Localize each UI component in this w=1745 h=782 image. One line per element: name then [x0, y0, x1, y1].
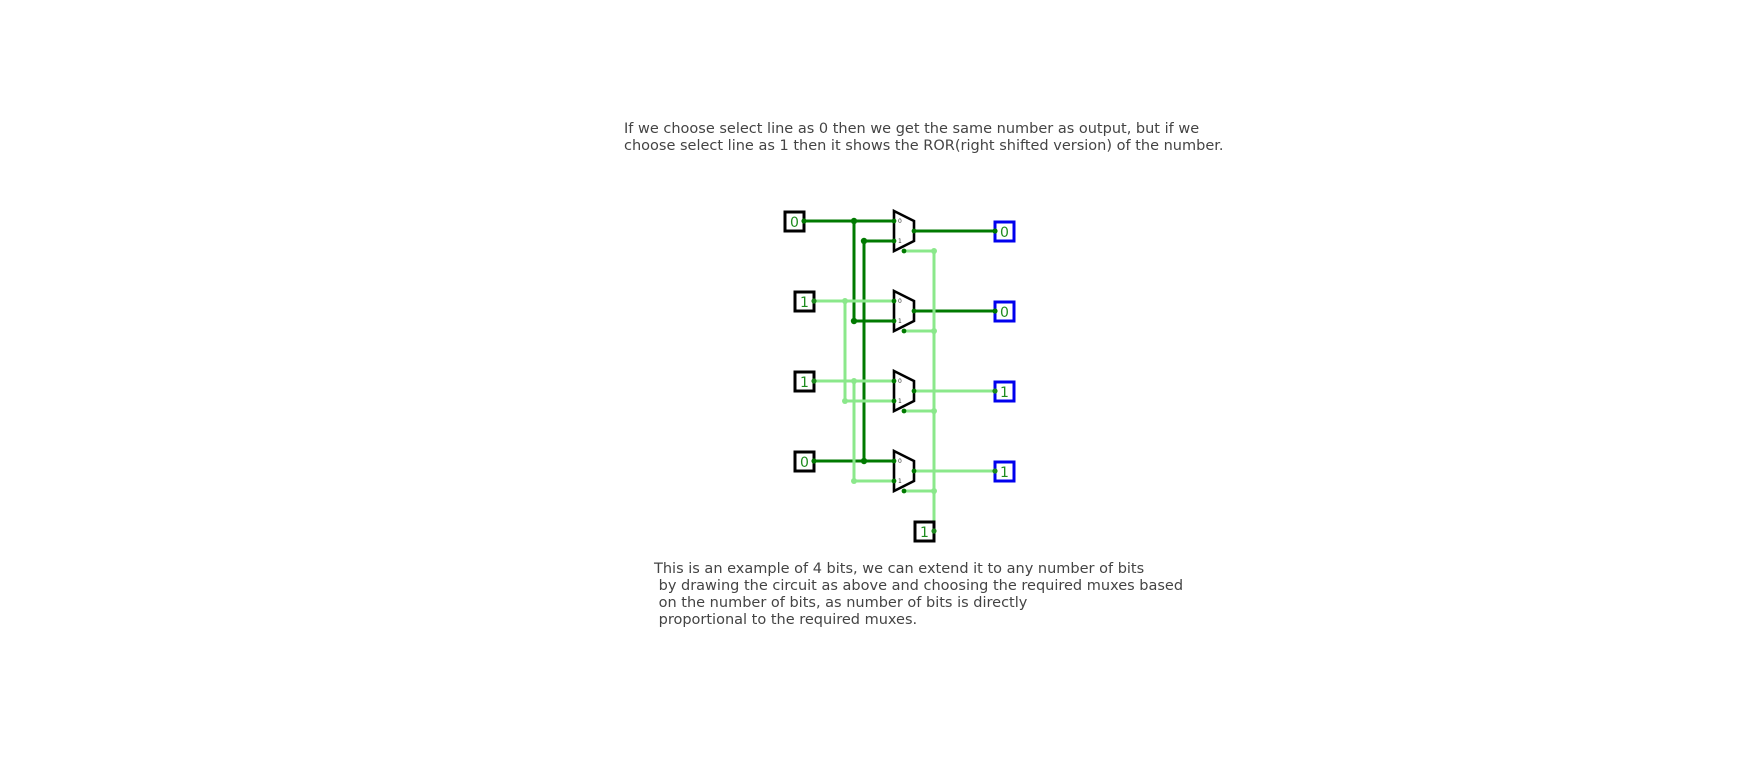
- description-top: If we choose select line as 0 then we ge…: [624, 121, 1224, 154]
- output-pin-0-value: 0: [1000, 225, 1009, 241]
- wire-bus-input3-to-mux0: [862, 239, 895, 463]
- output-pin-1: 0: [992, 300, 1016, 323]
- mux1-label-in1: 1: [898, 318, 902, 325]
- output-pin-2-value: 1: [1000, 385, 1009, 401]
- input-pin-3-value: 0: [800, 455, 809, 471]
- output-pin-3: 1: [992, 460, 1016, 483]
- output-pin-0: 0: [992, 220, 1016, 243]
- input-pin-0-value: 0: [790, 215, 799, 231]
- mux2-label-in1: 1: [898, 398, 902, 405]
- mux1-label-in0: 0: [898, 298, 902, 305]
- description-bottom: This is an example of 4 bits, we can ext…: [654, 561, 1184, 628]
- input-pin-1[interactable]: 1: [793, 290, 817, 313]
- wire-bus-input1-to-mux2: [843, 299, 895, 403]
- output-pin-3-value: 1: [1000, 465, 1009, 481]
- mux-3: [892, 448, 916, 494]
- input-pin-2-value: 1: [800, 375, 809, 391]
- input-pin-2[interactable]: 1: [793, 370, 817, 393]
- mux2-label-in0: 0: [898, 378, 902, 385]
- mux-1: [892, 288, 916, 334]
- mux-0: [892, 208, 916, 254]
- output-pin-1-value: 0: [1000, 305, 1009, 321]
- output-pin-2: 1: [992, 380, 1016, 403]
- input-pin-1-value: 1: [800, 295, 809, 311]
- mux-2: [892, 368, 916, 414]
- mux3-label-in1: 1: [898, 478, 902, 485]
- select-pin-value: 1: [920, 525, 929, 541]
- select-pin[interactable]: 1: [913, 520, 937, 543]
- wire-bus-input2-to-mux3: [852, 379, 895, 483]
- input-pin-0[interactable]: 0: [783, 210, 807, 233]
- mux0-label-in0: 0: [898, 218, 902, 225]
- mux3-label-in0: 0: [898, 458, 902, 465]
- input-pin-3[interactable]: 0: [793, 450, 817, 473]
- mux0-label-in1: 1: [898, 238, 902, 245]
- wire-bus-input0-to-mux1: [852, 219, 895, 323]
